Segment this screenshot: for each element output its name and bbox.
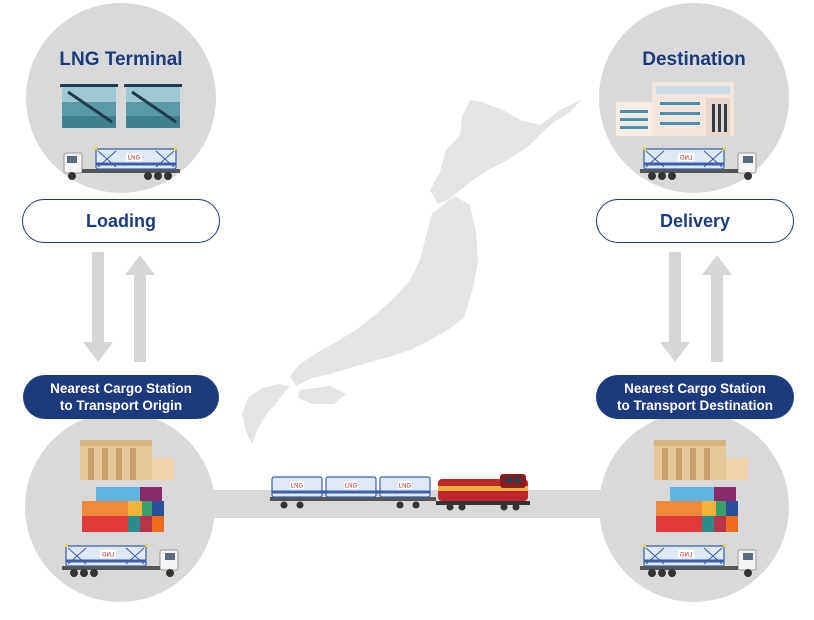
down-arrow-icon bbox=[83, 252, 113, 362]
japan-map bbox=[242, 99, 582, 444]
origin-station-badge: Nearest Cargo Station to Transport Origi… bbox=[23, 375, 219, 419]
up-arrow-icon bbox=[702, 255, 732, 362]
delivery-pill: Delivery bbox=[596, 199, 794, 243]
destination-station-line2: to Transport Destination bbox=[616, 398, 773, 413]
lng-tanks-icon bbox=[60, 84, 182, 128]
destination-title: Destination bbox=[642, 49, 746, 70]
lng-terminal-title: LNG Terminal bbox=[59, 49, 183, 70]
freight-train-icon: LNG LNG LNG bbox=[270, 474, 530, 511]
left-flow-arrows bbox=[83, 252, 155, 362]
tank-label: LNG bbox=[291, 484, 304, 490]
tank-label: LNG bbox=[399, 484, 412, 490]
factory-building-icon bbox=[616, 82, 734, 136]
lng-terminal-circle bbox=[26, 3, 216, 193]
right-flow-arrows bbox=[660, 252, 732, 362]
origin-station-line1: Nearest Cargo Station bbox=[50, 381, 192, 396]
down-arrow-icon bbox=[660, 252, 690, 362]
origin-station-line2: to Transport Origin bbox=[59, 398, 183, 413]
up-arrow-icon bbox=[125, 255, 155, 362]
tank-label: LNG bbox=[345, 484, 358, 490]
destination-station-line1: Nearest Cargo Station bbox=[624, 381, 766, 396]
destination-station-badge: Nearest Cargo Station to Transport Desti… bbox=[596, 375, 794, 419]
loading-pill: Loading bbox=[22, 199, 220, 243]
